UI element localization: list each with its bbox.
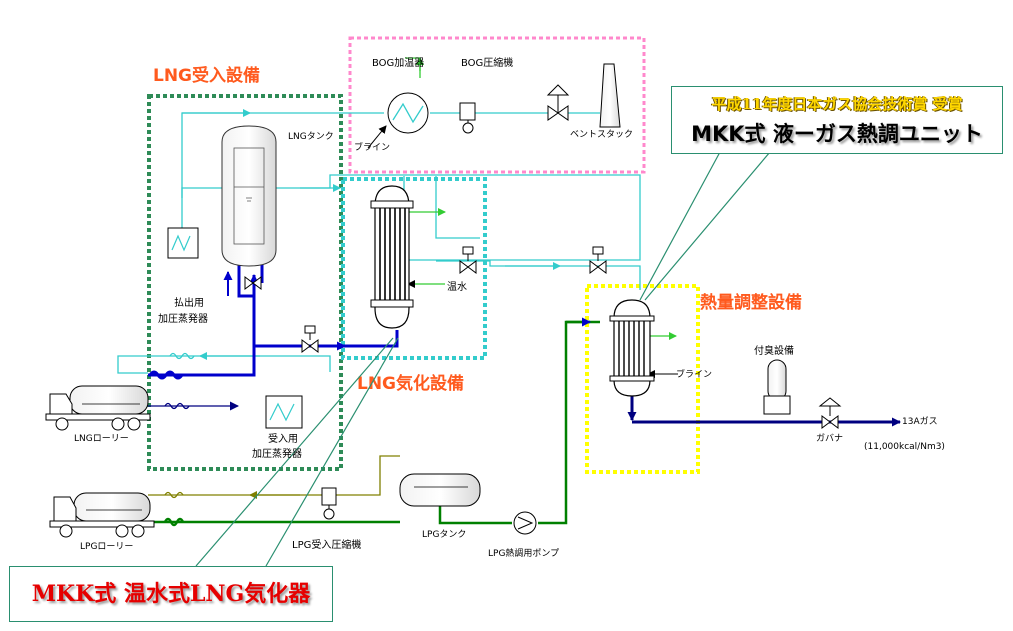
lng-feed-valve [301,325,319,353]
bog-area [348,36,646,174]
label-hot-water: 温水 [447,281,467,293]
lng-tank [221,125,277,267]
vaporizer-outlet-valve [459,246,477,274]
label-brine-right: ブライン [676,368,712,380]
odorizer [763,359,791,415]
label-discharge-vaporizer-2: 加圧蒸発器 [158,312,208,325]
bog-compressor [459,102,476,134]
vaporizer-callout: MKK式 温水式LNG気化器 [9,566,333,622]
section-label-lng-vaporization: LNG気化設備 [357,373,464,394]
lng-vaporizer [370,185,414,329]
governor-valve [818,397,842,429]
label-receiving-vaporizer-2: 加圧蒸発器 [252,447,302,460]
label-discharge-vaporizer-1: 払出用 [174,296,204,309]
label-odorizer: 付臭設備 [754,344,794,357]
lng-lorry [45,385,151,431]
award-callout: 平成11年度日本ガス協会技術賞 受賞 MKK式 液ーガス熱調ユニット [671,86,1003,154]
award-unit-title: MKK式 液ーガス熱調ユニット [691,122,983,146]
section-label-lng-receiving: LNG受入設備 [153,65,260,86]
vent-stack [599,63,621,128]
lpg-receiving-compressor [321,487,337,520]
receiving-vaporizer [265,395,303,429]
label-governor: ガバナ [816,433,843,444]
label-lng-lorry: LNGローリー [74,434,129,444]
label-vent-stack: ベントスタック [570,129,633,140]
calorific-unit [609,299,655,397]
lpg-pump [513,511,537,535]
label-bog-heater: BOG加温器 [372,57,424,69]
vaporization-area [341,177,487,360]
label-lng-tank: LNGタンク [288,131,334,142]
lpg-piping [148,317,600,525]
bog-control-valve [546,84,570,121]
callout-leaders [195,151,771,567]
section-label-calorific: 熱量調整設備 [700,292,802,313]
cyan-line-valve [589,246,607,274]
vaporizer-callout-title: MKK式 温水式LNG気化器 [31,581,311,607]
cyan-piping [117,109,641,374]
label-lpg-tank: LPGタンク [422,529,466,540]
label-gas-13a: 13Aガス [902,416,938,427]
label-receiving-vaporizer-1: 受入用 [268,433,298,445]
calorific-area [585,284,700,474]
label-lpg-lorry: LPGローリー [80,542,133,552]
label-brine-top: ブライン [354,141,390,153]
lpg-tank [399,473,481,507]
label-lpg-pump: LPG熱調用ポンプ [488,547,559,559]
receiving-coil [169,352,195,360]
lpg-lorry [49,492,155,538]
lng-receiving-area [147,94,343,471]
label-bog-compressor: BOG圧縮機 [461,56,513,69]
award-title: 平成11年度日本ガス協会技術賞 受賞 [711,95,963,113]
label-calorific-value: (11,000kcal/Nm3) [864,442,945,452]
lng-tank-valve [244,276,262,290]
label-lpg-receiving-compressor: LPG受入圧縮機 [292,538,361,551]
discharge-vaporizer [167,227,199,259]
lorry-coil [148,370,184,380]
